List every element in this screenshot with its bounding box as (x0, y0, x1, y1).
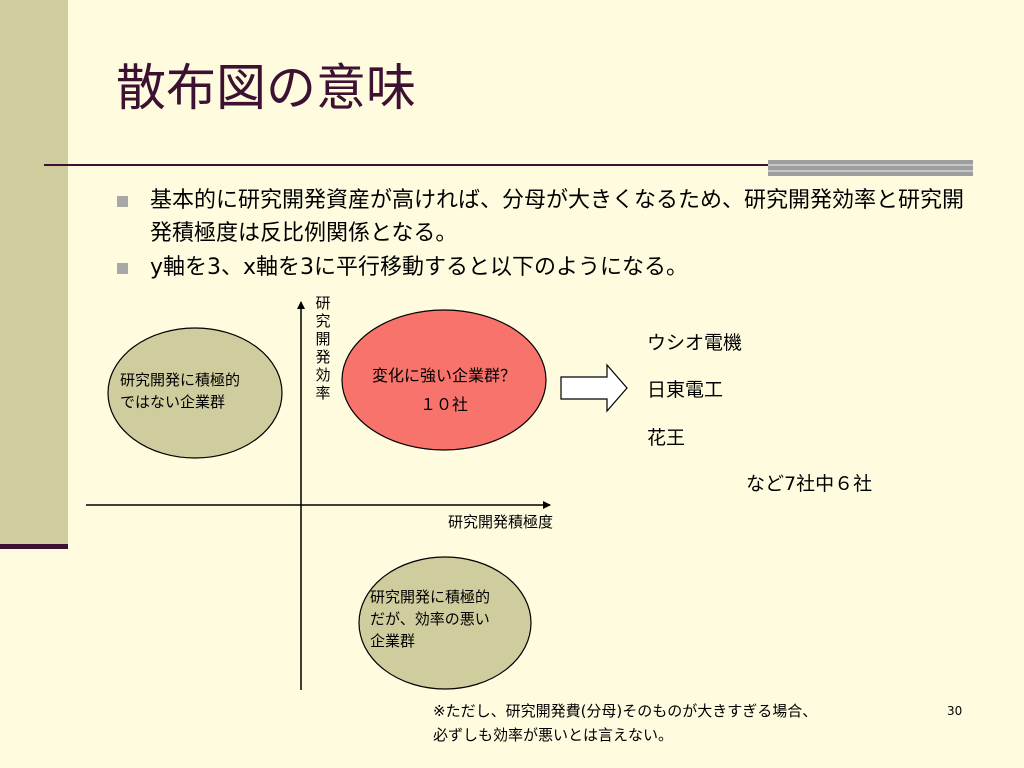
right-arrow-icon (560, 363, 628, 413)
highlight-group-label: 変化に強い企業群？ １０社 (344, 362, 544, 420)
bottom-group-line: 研究開発に積極的 (370, 588, 491, 606)
left-group-ellipse (107, 327, 283, 459)
bottom-group-label: 研究開発に積極的 だが、効率の悪い 企業群 (370, 587, 490, 652)
y-axis-label: 研 究 開 発 効 率 (314, 294, 332, 402)
highlight-group-title: 変化に強い企業群？ (371, 366, 516, 385)
x-axis-label: 研究開発積極度 (448, 513, 554, 531)
left-group-line: ではない企業群 (120, 392, 226, 411)
company-item: ウシオ電機 (647, 332, 743, 354)
y-axis-label-char: 研 (315, 294, 331, 312)
footnote-line: ※ただし、研究開発費(分母)そのものが大きすぎる場合、 (433, 702, 818, 720)
page-number: 30 (947, 704, 963, 718)
bullet-text-1: 基本的に研究開発資産が高ければ、分母が大きくなるため、研究開発効率と研究開発積極… (150, 188, 965, 246)
highlight-group-count: １０社 (419, 394, 468, 414)
company-item: 日東電工 (647, 379, 724, 401)
y-axis-label-char: 開 (315, 330, 331, 348)
bottom-group-line: だが、効率の悪い (370, 609, 490, 628)
left-decorative-bar (0, 0, 68, 548)
title-divider (44, 164, 973, 166)
bottom-group-line: 企業群 (370, 631, 416, 650)
footnote-line: 必ずしも効率が悪いとは言えない。 (433, 726, 674, 744)
y-axis-label-char: 率 (315, 384, 331, 402)
bullet-item-2: y軸を3、x軸を3に平行移動すると以下のようになる。 (117, 251, 689, 284)
square-bullet-icon (117, 196, 128, 207)
bullet-item-1: 基本的に研究開発資産が高ければ、分母が大きくなるため、研究開発効率と研究開発積極… (117, 184, 970, 250)
left-group-label: 研究開発に積極的 ではない企業群 (120, 370, 240, 414)
highlight-group-ellipse (341, 309, 547, 451)
bottom-group-ellipse (358, 556, 532, 690)
left-group-line: 研究開発に積極的 (120, 371, 241, 389)
y-axis-label-char: 発 (315, 348, 331, 366)
bullet-text-2: y軸を3、x軸を3に平行移動すると以下のようになる。 (150, 255, 689, 280)
left-bar-accent (0, 544, 68, 549)
y-axis-label-char: 究 (315, 312, 331, 330)
slide-title: 散布図の意味 (116, 59, 416, 117)
company-summary: など7社中６社 (746, 473, 873, 495)
company-item: 花王 (647, 427, 686, 449)
y-axis-label-char: 効 (315, 366, 331, 384)
square-bullet-icon (117, 263, 128, 274)
divider-gray-block (768, 160, 973, 176)
footnote: ※ただし、研究開発費(分母)そのものが大きすぎる場合、 必ずしも効率が悪いとは言… (433, 699, 817, 747)
